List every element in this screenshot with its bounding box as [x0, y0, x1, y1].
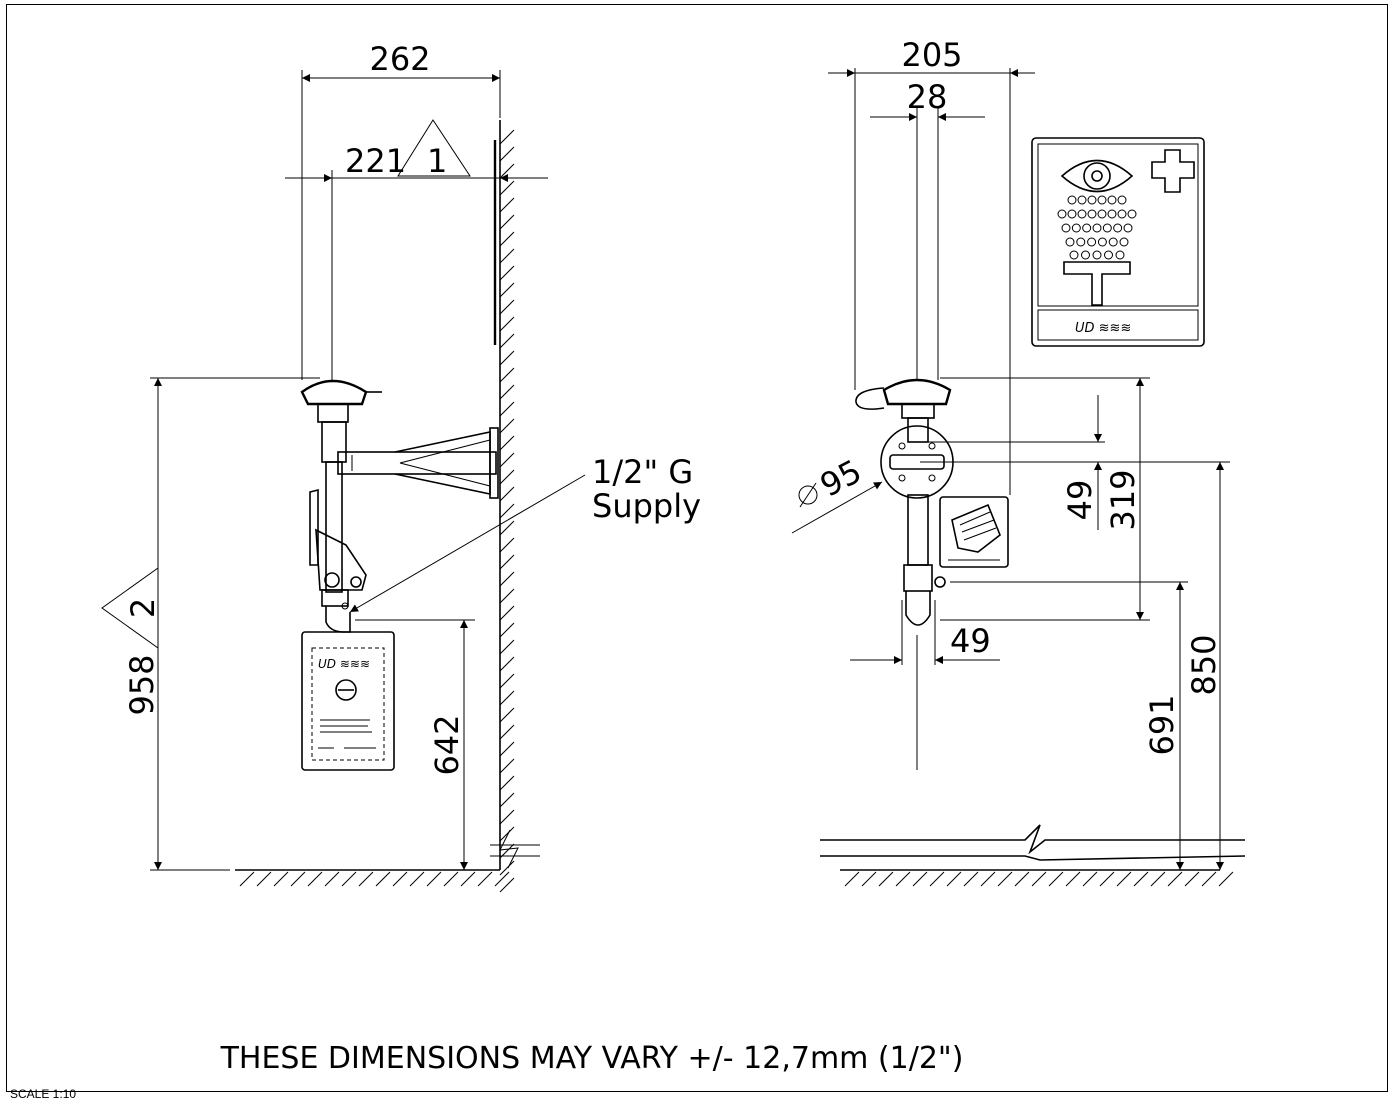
dim-262: 262 — [369, 40, 430, 78]
scale-label: SCALE 1:10 — [10, 1087, 76, 1101]
wall-hatch — [493, 120, 515, 893]
warning-triangle-2-icon — [101, 567, 159, 649]
dim-205: 205 — [901, 36, 962, 74]
eyewash-unit-front — [855, 378, 1009, 770]
front-view: 205 28 UD ≋≋≋ 319 49 — [791, 36, 1246, 887]
supply-label-line2: Supply — [592, 487, 701, 525]
hand-push-sign-icon — [939, 496, 1009, 568]
supply-label-line1: 1/2" G — [592, 453, 693, 491]
dim-319: 319 — [1104, 469, 1142, 530]
dim-221: 221 — [345, 142, 406, 180]
tolerance-note: THESE DIMENSIONS MAY VARY +/- 12,7mm (1/… — [220, 1041, 964, 1076]
dim-958: 958 — [123, 654, 161, 715]
warning-triangle-icon — [397, 119, 471, 177]
drawing-frame — [6, 4, 1388, 1092]
floor-hatch — [235, 829, 540, 887]
brand-logo-sign: UD ≋≋≋ — [1075, 321, 1131, 336]
revision-1: 1 — [427, 142, 447, 180]
eyewash-sign-icon: UD ≋≋≋ — [1031, 137, 1205, 347]
side-view: 262 221 1 958 2 642 1/2" G Supply — [101, 40, 701, 893]
dim-diameter-95: 95 — [814, 452, 868, 505]
dim-642: 642 — [428, 714, 466, 775]
dim-850: 850 — [1185, 634, 1223, 695]
dim-49-horizontal: 49 — [950, 622, 991, 660]
brand-logo: UD ≋≋≋ — [318, 657, 370, 671]
floor-hatch-right — [820, 824, 1246, 887]
eyewash-unit-side: UD ≋≋≋ — [300, 379, 499, 771]
dim-28: 28 — [907, 78, 948, 116]
revision-2: 2 — [124, 598, 162, 618]
dim-49-vertical: 49 — [1061, 480, 1099, 521]
dim-691: 691 — [1143, 694, 1181, 755]
